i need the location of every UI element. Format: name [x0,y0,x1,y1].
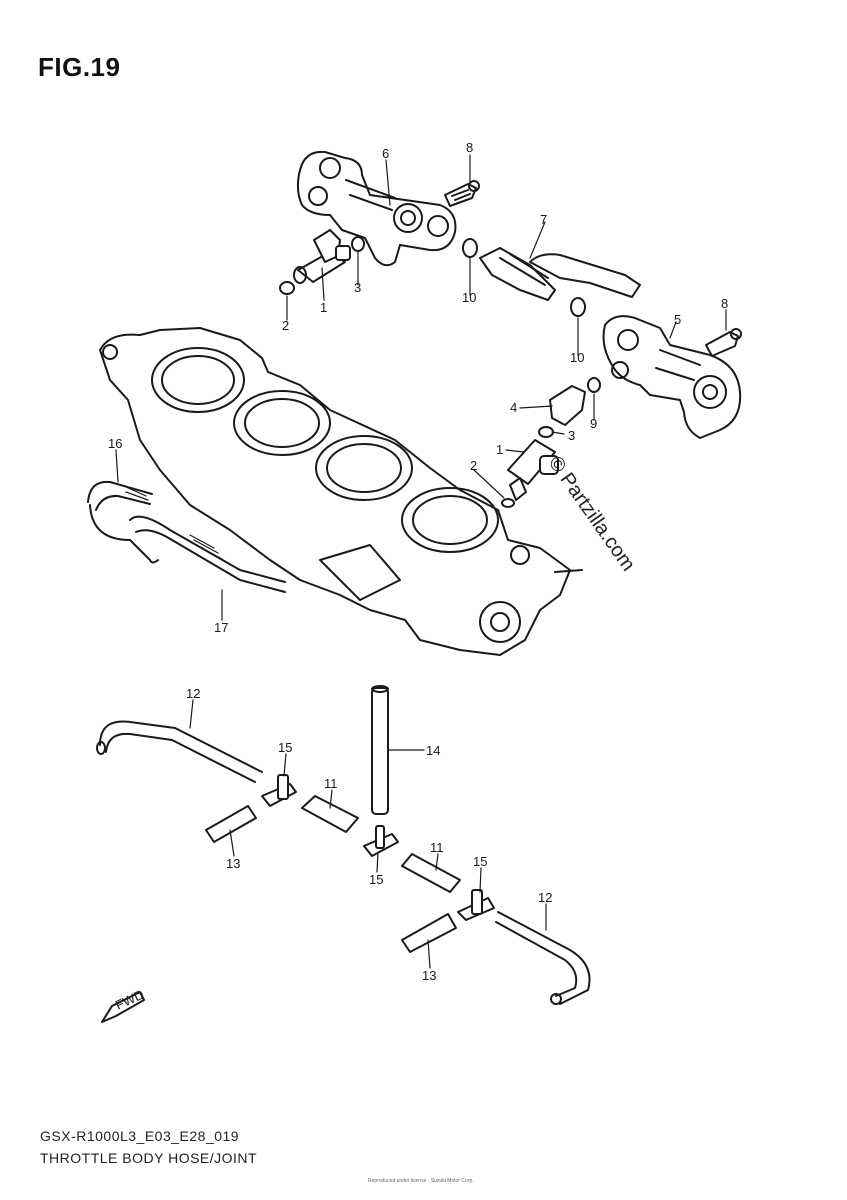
callout-15-upper: 15 [278,740,292,755]
callout-labels: 6 8 7 1 3 10 2 10 5 8 4 9 3 1 2 16 17 12… [108,140,728,983]
o-ring-2-lower [501,498,515,508]
hose-13-lower [401,913,457,953]
o-ring-2-upper [279,281,295,295]
hose-16 [87,480,153,503]
callout-8-upper: 8 [466,140,473,155]
hose-11-upper [301,795,359,833]
joint-15-lower [457,889,495,921]
callout-12-upper: 12 [186,686,200,701]
injector-lower [507,439,559,501]
leader-lines [115,154,727,969]
figure-code: GSX-R1000L3_E03_E28_019 [40,1128,240,1144]
callout-17: 17 [214,620,228,635]
throttle-body-assembly [99,327,583,656]
callout-1-lower: 1 [496,442,503,457]
callout-12-lower: 12 [538,890,552,905]
callout-13-upper: 13 [226,856,240,871]
bolt-upper [444,180,480,207]
fuel-delivery-pipe-upper [296,150,457,267]
callout-1-upper: 1 [320,300,327,315]
injector-cap [549,385,586,426]
injector-upper [293,229,351,284]
figure-title: FIG.19 [38,52,121,82]
callout-2-lower: 2 [470,458,477,473]
fuel-joint-pipe [479,247,641,301]
callout-4: 4 [510,400,517,415]
o-ring-3-lower [538,426,554,438]
o-ring-3-upper [351,236,365,252]
callout-10-upper: 10 [462,290,476,305]
hose-13-upper [205,805,257,843]
callout-14: 14 [426,743,440,758]
hose-17 [129,515,286,583]
callout-3-upper: 3 [354,280,361,295]
callout-6: 6 [382,146,389,161]
vent-hose-14 [371,685,389,815]
callout-7: 7 [540,212,547,227]
watermark: © Partzilla.com [544,452,639,575]
o-ring-10-lower [570,297,586,317]
callout-15-center: 15 [369,872,383,887]
joint-15-center [363,825,399,857]
o-ring-10-upper [462,238,478,258]
callout-11-upper: 11 [324,776,338,791]
hose-12-left [96,720,263,783]
callout-11-lower: 11 [430,840,444,855]
callout-8-lower: 8 [721,296,728,311]
figure-name: THROTTLE BODY HOSE/JOINT [40,1150,258,1166]
callout-16: 16 [108,436,122,451]
bolt-lower [705,328,742,357]
callout-13-lower: 13 [422,968,436,983]
callout-3-lower: 3 [568,428,575,443]
callout-15-lower: 15 [473,854,487,869]
callout-2-upper: 2 [282,318,289,333]
fwd-direction-arrow: FWD [101,987,146,1023]
callout-10-lower: 10 [570,350,584,365]
hose-11-lower [401,853,461,893]
o-ring-9 [587,377,601,393]
hose-12-right [495,911,591,1005]
joint-15-upper [261,774,297,807]
copyright-note: Reproduced under license · Suzuki Motor … [368,1178,474,1184]
callout-9: 9 [590,416,597,431]
fuel-delivery-pipe-lower [602,315,742,439]
callout-5: 5 [674,312,681,327]
